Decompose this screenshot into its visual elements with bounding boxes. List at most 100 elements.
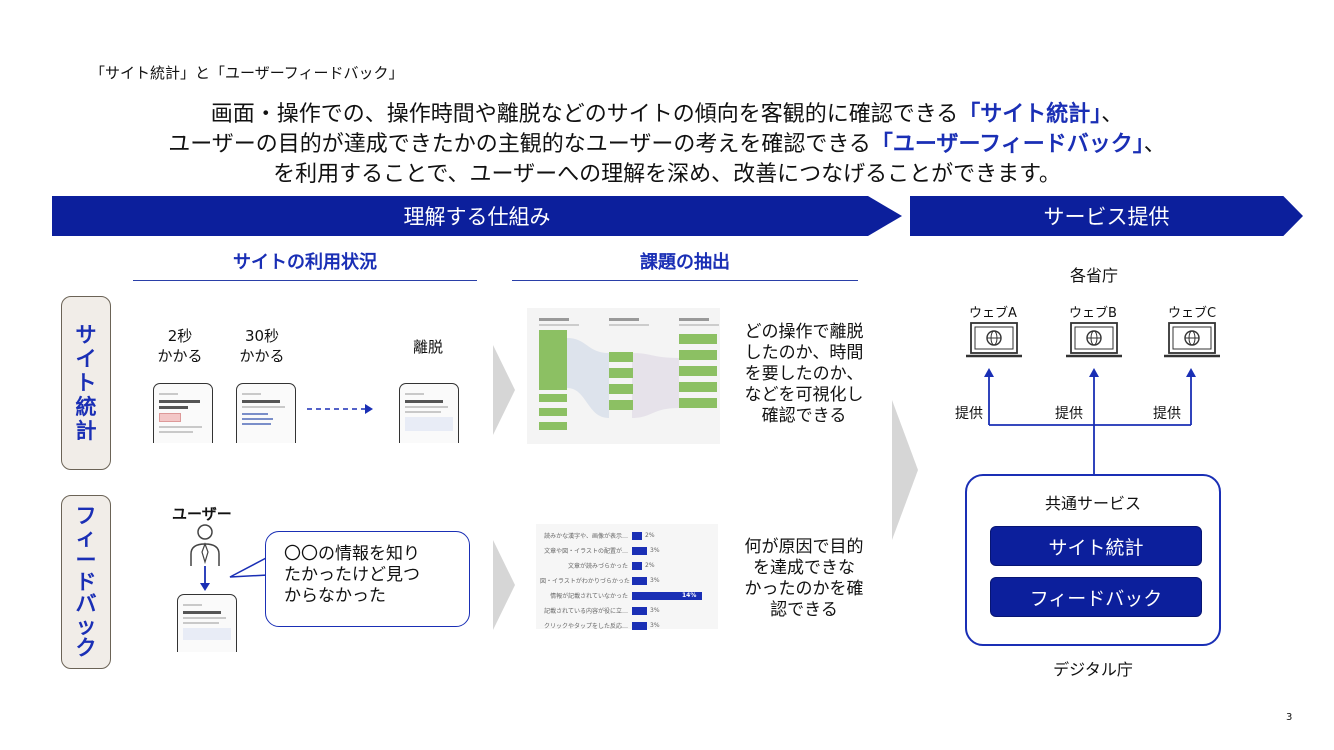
speech-bubble: 〇〇の情報を知り たかったけど見つ からなかった	[265, 531, 470, 627]
row-label-feedback: フ ィ ー ド バ ッ ク	[61, 495, 111, 669]
desc-line: を要したのか、	[744, 364, 864, 384]
time-value: 2秒	[167, 327, 193, 345]
provide-connectors	[984, 368, 1196, 474]
chart-bar-row: 情報が記載されていなかった 14%	[540, 590, 714, 601]
web-label-c: ウェブC	[1167, 306, 1217, 321]
banner-understanding: 理解する仕組み	[52, 196, 902, 236]
arrow-down-icon	[200, 566, 210, 591]
chart-bar-label: クリックやタップをした反応…	[543, 623, 628, 630]
chart-bar	[632, 606, 647, 615]
phone-screen-step2	[236, 383, 296, 443]
desc-line: を達成できな	[753, 558, 855, 578]
row-label-char: ッ	[75, 614, 97, 638]
time-suffix: かかる	[239, 347, 285, 365]
chart-bar	[632, 546, 647, 555]
feedback-description: 何が原因で目的 を達成できな かったのかを確 認できる	[728, 537, 880, 621]
bubble-line: たかったけど見つ	[284, 565, 420, 585]
service-stats-button: サイト統計	[990, 526, 1202, 566]
feedback-bar-chart: 読みかな漢字や、画像が表示… 2% 文章や図・イラストの配置が… 3% 文章が読みづらか…	[536, 524, 718, 630]
row-label-char: ド	[75, 570, 97, 594]
desc-line: などを可視化し	[744, 385, 864, 405]
column-header-usage: サイトの利用状況	[133, 248, 477, 281]
chevron-separator-icon	[493, 540, 515, 630]
common-service-title: 共通サービス	[1044, 494, 1141, 513]
chart-bar-value: 3%	[650, 577, 660, 584]
row-label-char: サ	[75, 323, 97, 347]
laptop-globe-icon	[966, 322, 1022, 358]
banner-service: サービス提供	[910, 196, 1303, 236]
desc-line: どの操作で離脱	[744, 322, 864, 342]
laptop-globe-icon	[1066, 322, 1122, 358]
chart-bar-label: 読みかな漢字や、画像が表示…	[544, 533, 628, 540]
lead-text: ユーザーの目的が達成できたかの主観的なユーザーの考えを確認できる	[168, 132, 871, 157]
phone-screen-exit	[399, 383, 459, 443]
lead-line-2: ユーザーの目的が達成できたかの主観的なユーザーの考えを確認できる「ユーザーフィー…	[40, 130, 1294, 160]
page-number: 3	[1286, 712, 1293, 723]
lead-punct: 、	[1101, 102, 1124, 127]
row-label-stats: サ イ ト 統 計	[61, 296, 111, 470]
exit-arrow	[307, 404, 373, 414]
lead-highlight-stats: 「サイト統計」	[958, 102, 1102, 127]
chart-bar	[632, 561, 642, 570]
chart-bar-value: 2%	[645, 532, 655, 539]
row-label-char: フ	[75, 504, 97, 528]
phone-screen-step1	[153, 383, 213, 443]
lead-highlight-feedback: 「ユーザーフィードバック」	[870, 132, 1144, 157]
exit-label: 離脱	[412, 338, 443, 356]
bubble-tail	[229, 555, 270, 578]
row-label-char: ィ	[75, 526, 97, 550]
lead-text: 画面・操作での、操作時間や離脱などのサイトの傾向を客観的に確認できる	[210, 102, 959, 127]
provide-label-c: 提供	[1153, 406, 1181, 422]
row-label-char: バ	[75, 592, 97, 616]
user-label: ユーザー	[172, 505, 232, 523]
row-label-char: ト	[75, 371, 97, 395]
chart-bar-value: 3%	[650, 622, 660, 629]
row-label-char: ー	[75, 548, 97, 572]
chart-bar-row: 記載されている内容が役に立… 3%	[540, 605, 714, 616]
desc-line: 何が原因で目的	[744, 537, 864, 557]
desc-line: 認できる	[770, 600, 838, 620]
page-label: 「サイト統計」と「ユーザーフィードバック」	[90, 64, 404, 82]
time-suffix: かかる	[157, 347, 203, 365]
chart-bar-label: 情報が記載されていなかった	[550, 593, 628, 600]
bubble-line: 〇〇の情報を知り	[284, 544, 420, 564]
desc-line: したのか、時間	[744, 343, 864, 363]
chart-bar-label: 記載されている内容が役に立…	[544, 608, 628, 615]
chevron-separator-icon	[493, 345, 515, 435]
lead-punct: 、	[1143, 132, 1166, 157]
row-label-char: ク	[75, 636, 97, 660]
chart-bar	[632, 621, 647, 630]
desc-line: かったのかを確	[744, 579, 864, 599]
time-label-2: 30秒 かかる	[232, 326, 292, 366]
bubble-line: からなかった	[284, 586, 386, 606]
chart-bar	[632, 531, 642, 540]
provide-label-b: 提供	[1055, 406, 1083, 422]
time-label-1: 2秒 かかる	[150, 326, 210, 366]
chart-bar-row: 文章や図・イラストの配置が… 3%	[540, 545, 714, 556]
chart-bar-label: 文章が読みづらかった	[567, 563, 628, 570]
time-value: 30秒	[244, 327, 280, 345]
laptop-globe-icon	[1164, 322, 1220, 358]
chart-bar-row: 図・イラストがわかりづらかった 3%	[540, 575, 714, 586]
chart-bar-value: 3%	[650, 607, 660, 614]
chart-bar-value: 2%	[645, 562, 655, 569]
chart-bar-label: 文章や図・イラストの配置が…	[544, 548, 628, 555]
stats-description: どの操作で離脱 したのか、時間 を要したのか、 などを可視化し 確認できる	[728, 322, 880, 427]
chart-bar-value: 3%	[650, 547, 660, 554]
column-header-extract: 課題の抽出	[512, 248, 858, 281]
web-label-b: ウェブB	[1069, 306, 1117, 321]
chart-bar-label: 図・イラストがわかりづらかった	[540, 578, 630, 585]
row-label-char: 統	[75, 395, 97, 419]
chart-bar-row: 読みかな漢字や、画像が表示… 2%	[540, 530, 714, 541]
chart-bar	[632, 576, 647, 585]
lead-line-1: 画面・操作での、操作時間や離脱などのサイトの傾向を客観的に確認できる「サイト統計…	[40, 100, 1294, 130]
row-label-char: 計	[75, 419, 97, 443]
lead-line-3: を利用することで、ユーザーへの理解を深め、改善につなげることができます。	[273, 162, 1061, 187]
desc-line: 確認できる	[761, 406, 847, 426]
web-label-a: ウェブA	[969, 306, 1017, 321]
chart-bar-value: 14%	[682, 592, 697, 599]
provide-label-a: 提供	[955, 406, 983, 422]
chart-bar-row: 文章が読みづらかった 2%	[540, 560, 714, 571]
digital-agency-label: デジタル庁	[1053, 660, 1133, 679]
user-icon	[190, 524, 220, 566]
